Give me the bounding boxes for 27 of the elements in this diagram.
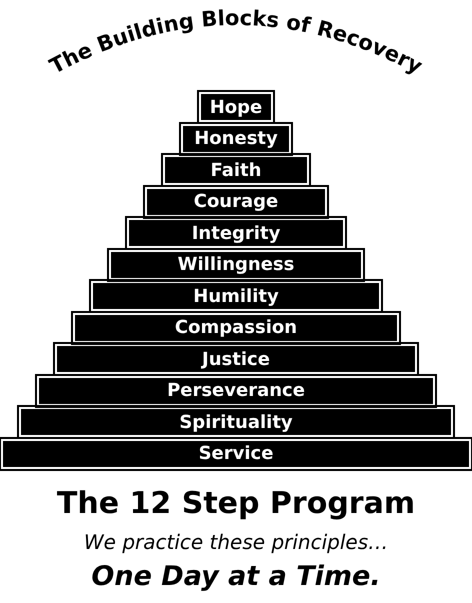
block-label: Perseverance: [167, 380, 305, 401]
block-label: Justice: [202, 348, 270, 370]
program-heading: The 12 Step Program: [56, 486, 416, 521]
block-label: Integrity: [192, 222, 280, 244]
block-label: Courage: [194, 191, 278, 212]
motto: One Day at a Time.: [90, 561, 382, 592]
pyramid-block: [3, 440, 469, 466]
block-label: Honesty: [194, 128, 278, 149]
block-label: Compassion: [174, 317, 298, 338]
block-label: Willingness: [178, 254, 294, 275]
pyramid-block: [111, 252, 361, 278]
block-label: Faith: [210, 160, 262, 180]
block-label: Humility: [193, 286, 279, 306]
pyramid-block: [75, 314, 397, 340]
pyramid-block: [57, 346, 415, 372]
pyramid-block: [129, 220, 343, 246]
pyramid-block: [165, 157, 307, 183]
pyramid-block: [93, 283, 379, 309]
block-label: Hope: [210, 96, 262, 118]
pyramid-block: [201, 94, 271, 120]
block-label: Spirituality: [179, 412, 293, 432]
pyramid-block: [183, 126, 289, 152]
pyramid-block: [147, 188, 325, 214]
pyramid-block: [39, 378, 433, 404]
block-label: Service: [198, 443, 274, 464]
tagline: We practice these principles…: [82, 530, 390, 554]
pyramid-block: [21, 409, 451, 435]
